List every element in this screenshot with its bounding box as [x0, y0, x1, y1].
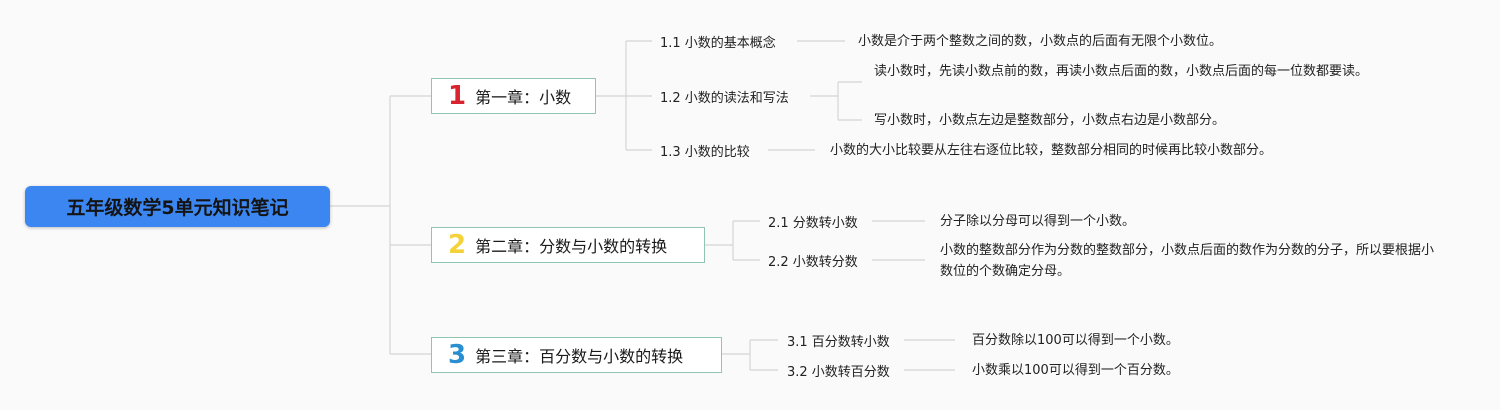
chapter-1-node[interactable]: 1 第一章：小数 — [431, 78, 596, 114]
chapter-3-number: 3 — [448, 340, 467, 370]
note-1-2-read[interactable]: 读小数时，先读小数点前的数，再读小数点后面的数，小数点后面的每一位数都要读。 — [874, 64, 1369, 79]
topic-2-1[interactable]: 2.1 分数转小数 — [768, 216, 858, 231]
note-1-1[interactable]: 小数是介于两个整数之间的数，小数点的后面有无限个小数位。 — [858, 34, 1223, 49]
note-2-1[interactable]: 分子除以分母可以得到一个小数。 — [940, 214, 1136, 229]
note-1-3[interactable]: 小数的大小比较要从左往右逐位比较，整数部分相同的时候再比较小数部分。 — [830, 143, 1273, 158]
chapter-3-node[interactable]: 3 第三章：百分数与小数的转换 — [431, 337, 722, 373]
topic-1-1[interactable]: 1.1 小数的基本概念 — [660, 36, 776, 51]
topic-2-2[interactable]: 2.2 小数转分数 — [768, 255, 858, 270]
chapter-1-title: 第一章：小数 — [475, 88, 572, 107]
topic-3-1[interactable]: 3.1 百分数转小数 — [787, 335, 890, 350]
chapter-2-number: 2 — [448, 230, 467, 260]
topic-3-2[interactable]: 3.2 小数转百分数 — [787, 365, 890, 380]
root-title: 五年级数学5单元知识笔记 — [66, 197, 289, 219]
note-1-2-write[interactable]: 写小数时，小数点左边是整数部分，小数点右边是小数部分。 — [874, 113, 1226, 128]
chapter-2-title: 第二章：分数与小数的转换 — [475, 237, 668, 256]
topic-1-3[interactable]: 1.3 小数的比较 — [660, 145, 750, 160]
note-2-2[interactable]: 小数的整数部分作为分数的整数部分，小数点后面的数作为分数的分子，所以要根据小数位… — [940, 243, 1435, 279]
note-3-1[interactable]: 百分数除以100可以得到一个小数。 — [972, 333, 1179, 348]
chapter-1-number: 1 — [448, 81, 467, 111]
chapter-2-node[interactable]: 2 第二章：分数与小数的转换 — [431, 227, 705, 263]
root-topic[interactable]: 五年级数学5单元知识笔记 — [25, 186, 330, 227]
note-3-2[interactable]: 小数乘以100可以得到一个百分数。 — [972, 363, 1179, 378]
chapter-3-title: 第三章：百分数与小数的转换 — [475, 347, 684, 366]
topic-1-2[interactable]: 1.2 小数的读法和写法 — [660, 91, 789, 106]
